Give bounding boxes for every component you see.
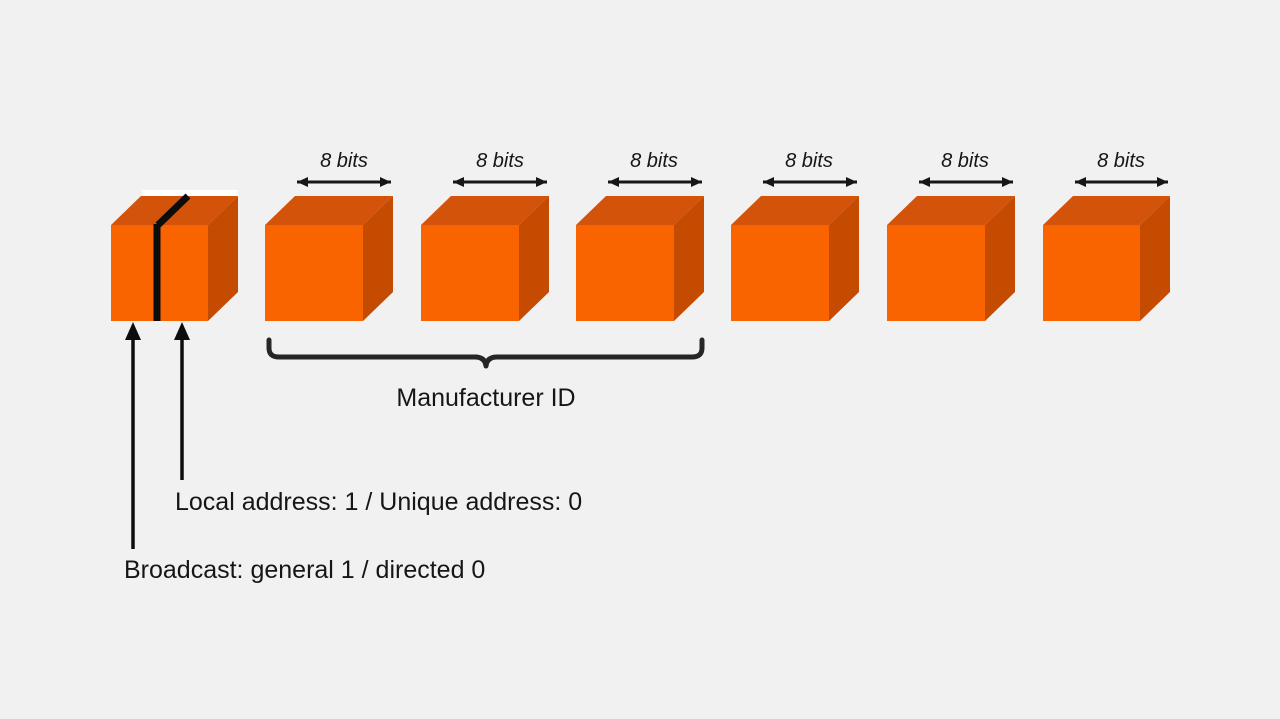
broadcast-label: Broadcast: general 1 / directed 0 xyxy=(124,556,485,584)
local-address-callout: Local address: 1 / Unique address: 0 xyxy=(174,322,582,516)
byte-cube-2[interactable] xyxy=(421,196,549,321)
cube-front-face xyxy=(1043,225,1140,321)
bits-arrow-head-right xyxy=(536,177,547,187)
bits-arrow-head-left xyxy=(919,177,930,187)
byte-cube-5[interactable] xyxy=(887,196,1015,321)
bits-arrow-head-left xyxy=(453,177,464,187)
cube-front-face xyxy=(731,225,829,321)
bits-annotation-4: 8 bits xyxy=(763,150,857,187)
bits-label: 8 bits xyxy=(941,150,989,172)
local-address-arrow-head xyxy=(174,322,190,340)
bits-annotation-1: 8 bits xyxy=(297,150,391,187)
byte-cube-4[interactable] xyxy=(731,196,859,321)
bits-label: 8 bits xyxy=(785,150,833,172)
bits-arrow-head-right xyxy=(691,177,702,187)
bits-label: 8 bits xyxy=(1097,150,1145,172)
cube-front-face xyxy=(887,225,985,321)
bits-label: 8 bits xyxy=(630,150,678,172)
bits-annotation-6: 8 bits xyxy=(1075,150,1168,187)
byte-cube-6[interactable] xyxy=(1043,196,1170,321)
cube-front-face xyxy=(576,225,674,321)
bits-arrow-head-right xyxy=(380,177,391,187)
cube-top-face xyxy=(1043,196,1170,225)
cube-front-face xyxy=(421,225,519,321)
byte-divider-top xyxy=(155,193,191,228)
manufacturer-id-label: Manufacturer ID xyxy=(396,384,575,412)
bits-arrow-head-right xyxy=(1157,177,1168,187)
byte-cube-1[interactable] xyxy=(265,196,393,321)
bits-arrow-head-left xyxy=(297,177,308,187)
bits-label: 8 bits xyxy=(476,150,524,172)
cube-top-face xyxy=(887,196,1015,225)
cube-side-face xyxy=(363,196,393,321)
broadcast-arrow-head xyxy=(125,322,141,340)
cube-side-face xyxy=(1140,196,1170,321)
cube-side-face xyxy=(985,196,1015,321)
local-address-label: Local address: 1 / Unique address: 0 xyxy=(175,488,582,516)
bits-arrow-head-right xyxy=(1002,177,1013,187)
cube-side-face xyxy=(208,196,238,321)
cube-side-face xyxy=(829,196,859,321)
cube-top-face xyxy=(731,196,859,225)
bits-label: 8 bits xyxy=(320,150,368,172)
cube-top-face xyxy=(421,196,549,225)
byte-cube-0[interactable] xyxy=(111,190,238,321)
highlight-bar xyxy=(142,190,238,197)
bits-arrow-head-right xyxy=(846,177,857,187)
manufacturer-id-brace xyxy=(266,337,705,369)
cube-top-face xyxy=(265,196,393,225)
bits-arrow-head-left xyxy=(1075,177,1086,187)
cube-front-face xyxy=(265,225,363,321)
cube-side-face xyxy=(519,196,549,321)
byte-cube-3[interactable] xyxy=(576,196,704,321)
cube-top-face xyxy=(576,196,704,225)
bits-arrow-head-left xyxy=(608,177,619,187)
cube-side-face xyxy=(674,196,704,321)
broadcast-callout: Broadcast: general 1 / directed 0 xyxy=(124,322,485,584)
bits-annotation-3: 8 bits xyxy=(608,150,702,187)
bits-annotation-2: 8 bits xyxy=(453,150,547,187)
bits-arrow-head-left xyxy=(763,177,774,187)
manufacturer-id-brace-group: Manufacturer ID xyxy=(266,337,705,412)
bits-annotation-5: 8 bits xyxy=(919,150,1013,187)
